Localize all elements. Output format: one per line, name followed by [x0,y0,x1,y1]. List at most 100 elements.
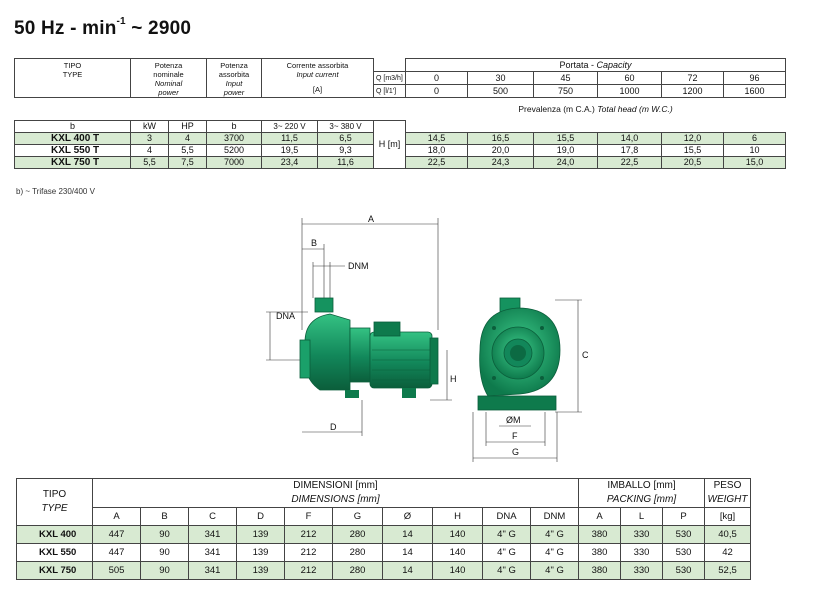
q-ls-cell: 1000 [597,84,662,98]
unit-hp: HP [168,120,207,133]
dim-col-header: F [284,507,333,526]
current-cell: 19,5 [261,144,318,157]
q-m3h-cell: 60 [597,71,662,85]
model-cell: KXL 750 [16,561,93,580]
label-b: B [311,238,317,248]
dim-cell: 341 [188,543,237,562]
dim-cell: 4" G [482,543,531,562]
dim-cell: 280 [332,525,383,544]
dim-cell: 380 [578,543,621,562]
dim-cell: 90 [140,561,189,580]
dim-col-header: C [188,507,237,526]
dim-col-header: A [578,507,621,526]
dim-cell: 140 [432,561,483,580]
table-row: KXL 750 505 90 341 139 212 280 14 140 4"… [16,561,751,580]
label-dna: DNA [276,311,295,321]
dim-col-header: G [332,507,383,526]
unit-220v: 3~ 220 V [261,120,318,133]
dim-cell: 4" G [530,525,579,544]
head-cell: 12,0 [661,132,724,145]
q-ls-cell: 0 [405,84,468,98]
label-g: G [512,447,519,457]
dim-cell: 447 [92,525,141,544]
model-cell: KXL 550 [16,543,93,562]
power-cell: 3700 [206,132,262,145]
dim-cell: 90 [140,525,189,544]
label-om: ØM [506,415,521,425]
unit-b: b [14,120,131,133]
dim-col-header: B [140,507,189,526]
q-ls-cell: 1200 [661,84,724,98]
current-cell: 23,4 [261,156,318,169]
dim-cell: 40,5 [704,525,751,544]
pump-drawing: A B DNM DNA H D C ØM F G [266,214,589,462]
dim-cell: 447 [92,543,141,562]
head-cell: 14,0 [597,132,662,145]
q-ls-cell: 1600 [723,84,786,98]
dim-col-header: L [620,507,663,526]
dim-cell: 90 [140,543,189,562]
footnote: b) ~ Trifase 230/400 V [16,187,95,196]
unit-kw: kW [130,120,169,133]
pump-side-view [299,297,439,398]
dim-cell: 212 [284,543,333,562]
dim-cell: 530 [662,525,705,544]
label-d: D [330,422,337,432]
head-cell: 16,5 [467,132,534,145]
dim-col-header: A [92,507,141,526]
model-cell: KXL 750 T [14,156,131,169]
q-ls-cell: 500 [467,84,534,98]
head-cell: 14,5 [405,132,468,145]
kw-cell: 3 [130,132,169,145]
head-cell: 17,8 [597,144,662,157]
power-cell: 5200 [206,144,262,157]
model-cell: KXL 400 T [14,132,131,145]
dim-cell: 42 [704,543,751,562]
table-row: KXL 400 447 90 341 139 212 280 14 140 4"… [16,525,751,544]
dim-cell: 380 [578,561,621,580]
hp-cell: 4 [168,132,207,145]
dim-col-header: P [662,507,705,526]
dim-cell: 14 [382,525,433,544]
head-cell: 15,5 [533,132,598,145]
unit-380v: 3~ 380 V [317,120,374,133]
label-a: A [368,214,374,224]
dim-cell: 280 [332,543,383,562]
dim-cell: 280 [332,561,383,580]
dim-col-header: DNA [482,507,531,526]
label-h: H [450,374,457,384]
dim-cell: 530 [662,561,705,580]
dim-cell: 330 [620,561,663,580]
dim-cell: 14 [382,543,433,562]
q-m3h-cell: 0 [405,71,468,85]
pump-front-view [477,297,561,411]
q-ls-cell: 750 [533,84,598,98]
unit-b: b [206,120,262,133]
head-cell: 24,0 [533,156,598,169]
dim-cell: 52,5 [704,561,751,580]
header-total-head: Prevalenza (m C.A.) Total head (m W.C.) [518,103,673,114]
dim-cell: 4" G [482,561,531,580]
model-cell: KXL 400 [16,525,93,544]
kw-cell: 5,5 [130,156,169,169]
h-label: H [m] [373,120,406,169]
dim-header-dimensions: DIMENSIONI [mm]DIMENSIONS [mm] [92,478,579,508]
dim-cell: 530 [662,543,705,562]
dim-cell: 380 [578,525,621,544]
q-m3h-cell: 30 [467,71,534,85]
dim-col-header: H [432,507,483,526]
dim-cell: 341 [188,525,237,544]
dim-cell: 4" G [530,561,579,580]
hp-cell: 5,5 [168,144,207,157]
head-cell: 20,5 [661,156,724,169]
model-cell: KXL 550 T [14,144,131,157]
dim-col-header: DNM [530,507,579,526]
label-dnm: DNM [348,261,369,271]
page-title: 50 Hz - min-1 ~ 2900 [14,16,192,39]
dim-cell: 14 [382,561,433,580]
header-capacity: Portata - Capacity [405,58,786,72]
